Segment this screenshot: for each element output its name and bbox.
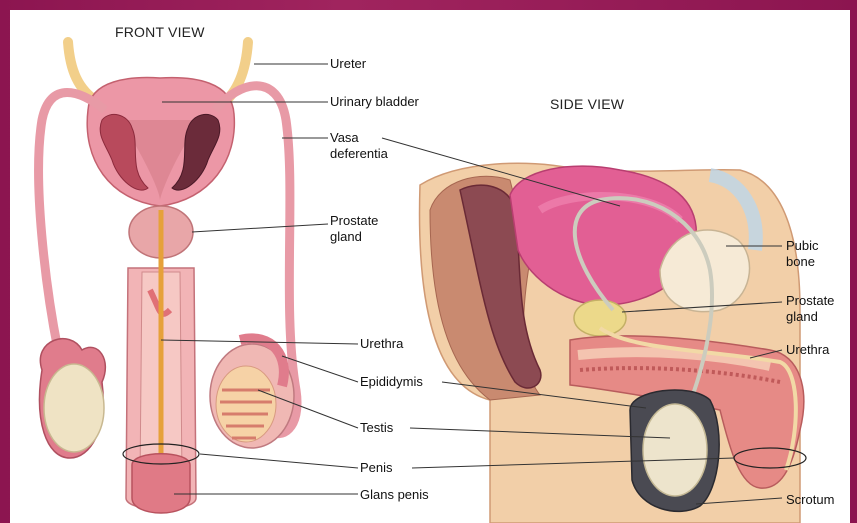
label-gland-side: gland [786,309,818,325]
label-pubic: Pubic [786,238,819,254]
front-view-illustration [39,42,358,513]
side-view-illustration [382,138,806,523]
testis-side [643,404,707,496]
label-glans-penis: Glans penis [360,487,429,503]
illustration [10,10,850,523]
label-ureter: Ureter [330,56,366,72]
label-testis: Testis [360,420,393,436]
label-penis: Penis [360,460,393,476]
label-scrotum: Scrotum [786,492,834,508]
label-urinary-bladder: Urinary bladder [330,94,419,110]
label-urethra-side: Urethra [786,342,829,358]
label-prostate-side: Prostate [786,293,834,309]
label-bone: bone [786,254,815,270]
label-gland-front: gland [330,229,362,245]
label-urethra-front: Urethra [360,336,403,352]
label-prostate-front: Prostate [330,213,378,229]
anatomy-figure: FRONT VIEW SIDE VIEW Ureter Urinary blad… [10,10,850,523]
prostate-side [574,300,626,336]
label-epididymis: Epididymis [360,374,423,390]
front-view-title: FRONT VIEW [115,24,205,40]
testis-left [44,364,104,452]
label-vasa: Vasa [330,130,359,146]
label-deferentia: deferentia [330,146,388,162]
side-view-title: SIDE VIEW [550,96,624,112]
